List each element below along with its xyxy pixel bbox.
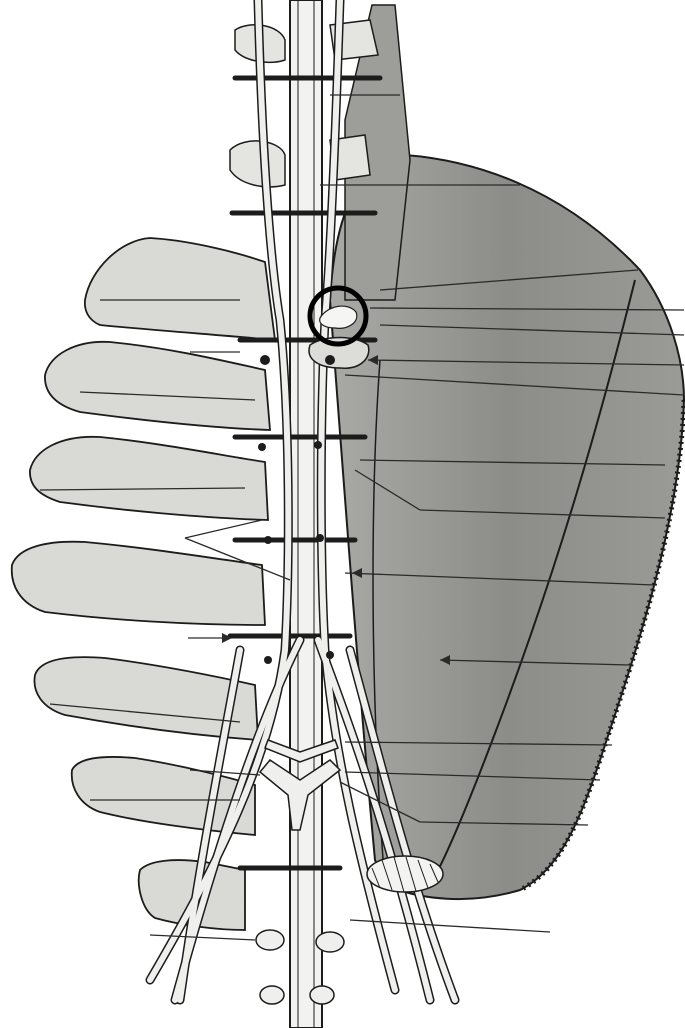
rib-3 — [30, 437, 268, 520]
rib-1 — [85, 238, 275, 340]
rib-2 — [45, 342, 270, 430]
hatched-ellipse — [367, 856, 443, 892]
